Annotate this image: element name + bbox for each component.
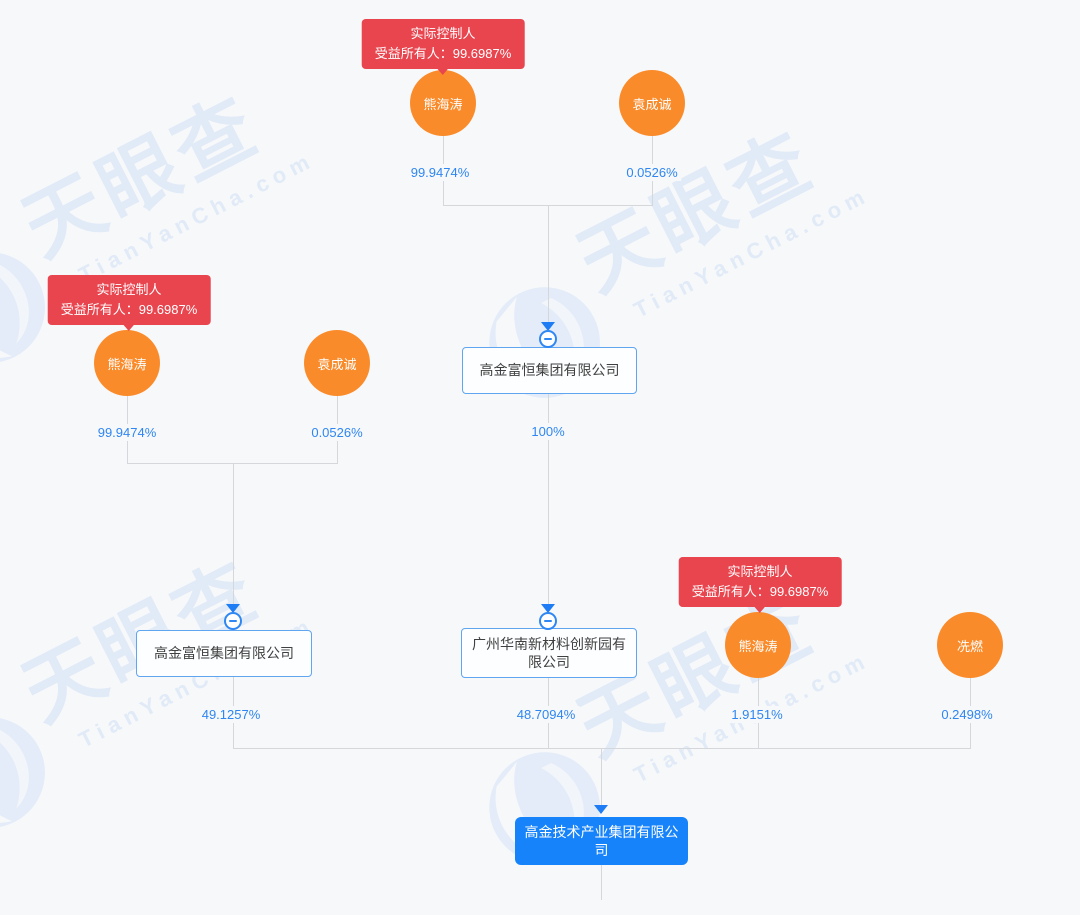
badge-line1: 实际控制人 <box>727 564 793 579</box>
watermark-brand: 天眼查 <box>564 114 829 308</box>
connector-line <box>127 463 338 464</box>
person-name: 袁成诚 <box>317 356 357 372</box>
badge-line2: 受益所有人：99.6987% <box>691 584 829 600</box>
share-percent-label: 100% <box>527 423 569 440</box>
person-node-yuanchengcheng[interactable]: 袁成诚 <box>304 330 370 396</box>
badge-line1: 实际控制人 <box>410 26 476 41</box>
connector-line <box>601 865 602 900</box>
person-node-xianran[interactable]: 冼燃 <box>937 612 1003 678</box>
company-node-root-gaojin-tech[interactable]: 高金技术产业集团有限公司 <box>515 817 688 865</box>
person-name: 熊海涛 <box>423 96 463 112</box>
connector-line <box>601 748 602 805</box>
collapse-icon[interactable] <box>539 612 557 630</box>
actual-controller-badge: 实际控制人 受益所有人：99.6987% <box>361 19 525 76</box>
badge-line1: 实际控制人 <box>96 282 162 297</box>
company-name: 高金技术产业集团有限公司 <box>524 823 679 858</box>
connector-line <box>548 394 549 605</box>
actual-controller-badge: 实际控制人 受益所有人：99.6987% <box>678 557 842 614</box>
person-node-xionghaitao[interactable]: 熊海涛 <box>94 330 160 396</box>
tianyancha-logo-icon <box>0 717 45 828</box>
company-name: 高金富恒集团有限公司 <box>479 362 620 379</box>
share-percent-label: 48.7094% <box>512 706 580 723</box>
person-name: 熊海涛 <box>738 638 778 654</box>
share-percent-label: 99.9474% <box>93 424 161 441</box>
connector-line <box>548 205 549 323</box>
company-name: 高金富恒集团有限公司 <box>154 645 294 662</box>
actual-controller-badge: 实际控制人 受益所有人：99.6987% <box>47 275 211 332</box>
person-name: 熊海涛 <box>107 356 147 372</box>
arrow-down-icon <box>541 604 555 613</box>
person-node-xionghaitao[interactable]: 熊海涛 <box>725 612 791 678</box>
person-node-yuanchengcheng[interactable]: 袁成诚 <box>619 70 685 136</box>
person-name: 袁成诚 <box>632 96 672 112</box>
share-percent-label: 49.1257% <box>197 706 265 723</box>
watermark-brand: 天眼查 <box>9 79 274 273</box>
arrow-down-icon <box>594 805 608 814</box>
share-percent-label: 0.0526% <box>622 164 682 181</box>
share-percent-label: 0.0526% <box>307 424 367 441</box>
arrow-down-icon <box>226 604 240 613</box>
connector-line <box>233 463 234 605</box>
company-name: 广州华南新材料创新园有限公司 <box>472 635 626 670</box>
collapse-icon[interactable] <box>224 612 242 630</box>
share-percent-label: 1.9151% <box>727 706 787 723</box>
watermark-domain: TianYanCha.com <box>74 146 319 288</box>
company-node-gaojin-fuheng[interactable]: 高金富恒集团有限公司 <box>462 347 637 394</box>
collapse-icon[interactable] <box>539 330 557 348</box>
badge-line2: 受益所有人：99.6987% <box>60 302 198 318</box>
share-percent-label: 0.2498% <box>937 706 997 723</box>
watermark-domain: TianYanCha.com <box>629 181 874 323</box>
person-name: 冼燃 <box>956 638 983 654</box>
company-node-huanan-new-material[interactable]: 广州华南新材料创新园有限公司 <box>461 628 637 678</box>
company-node-gaojin-fuheng[interactable]: 高金富恒集团有限公司 <box>136 630 312 677</box>
share-percent-label: 99.9474% <box>406 164 474 181</box>
badge-line2: 受益所有人：99.6987% <box>374 46 512 62</box>
person-node-xionghaitao[interactable]: 熊海涛 <box>410 70 476 136</box>
connector-line <box>233 748 971 749</box>
